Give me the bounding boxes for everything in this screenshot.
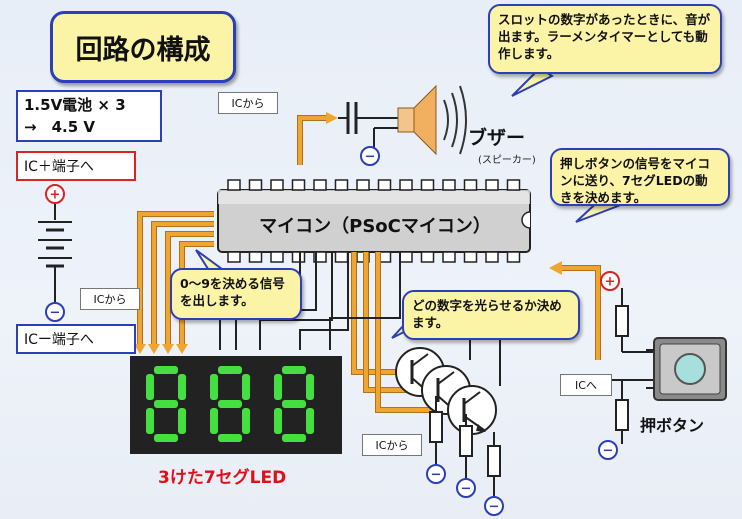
chip-pin-top [270,179,284,191]
microcontroller-chip [217,179,531,263]
battery-icon [38,204,72,302]
button-note-bubble: 押しボタンの信号をマイコンに送り、7セグLEDの動きを決めます。 [550,148,730,206]
chip-pin-top [463,179,478,191]
chip-pin-bottom [442,251,456,263]
led-segment [154,434,178,442]
led-segment [154,400,178,408]
led-segment [274,374,282,400]
led-segment [282,366,306,374]
chip-pin-bottom [291,251,306,263]
chip-pin-bottom [248,251,263,263]
led-segment [210,374,218,400]
chip-pin-bottom [463,251,478,263]
led-segment [178,408,186,434]
led-segment [146,408,154,434]
chip-pin-top [506,179,521,191]
resistor-minus-sign-2 [456,478,476,498]
buzzer-label: ブザー [468,127,526,149]
resistor-minus-sign-3-text: − [489,500,500,515]
led-segment [306,408,314,434]
chip-pin-top [313,179,327,191]
chip-pin-top [442,179,456,191]
chip-pin-top [248,179,263,191]
battery-plus-sign [45,184,65,204]
seven-segment-digit [210,366,250,442]
capacitor [338,102,398,134]
led-segment [218,366,242,374]
seven-segment-digit [274,366,314,442]
resistor-minus-sign-2-text: − [461,482,472,497]
chip-pin-bottom [420,251,435,263]
chip-pin-bottom [270,251,284,263]
chip-pin-top [334,179,349,191]
button-plus-sign-text: + [605,275,616,290]
led-segment [306,374,314,400]
buzzer-wire [297,112,338,165]
led-segment [210,408,218,434]
led-segment [282,434,306,442]
led-segment [218,400,242,408]
ic-from-tag-top: ICから [218,92,278,114]
button-minus-sign-text: − [603,444,614,459]
battery-line-1: 1.5V電池 × 3 [24,96,126,114]
digits-note-bubble: 0～9を決める信号を出します。 [170,268,302,320]
led-segment [242,374,250,400]
chip-pin-top [485,179,499,191]
chip-pin-top [377,179,392,191]
chip-pin-top [356,179,370,191]
button-minus-sign [598,440,618,460]
select-note-bubble: どの数字を光らせるか決めます。 [402,290,580,340]
push-button-icon [646,337,727,401]
resistor-minus-sign-1 [426,464,446,484]
battery-note: 1.5V電池 × 3 → 4.5 V [16,90,162,142]
ic-from-tag-bottom: ICから [362,434,422,456]
led-segment [154,366,178,374]
chip-pin-bottom [313,251,327,263]
resistors [429,396,501,496]
chip-pin-bottom [399,251,413,263]
button-plus-sign [600,271,620,291]
led-segment [178,374,186,400]
chip-pin-top [399,179,413,191]
chip-pin-bottom [506,251,521,263]
chip-pin-top [291,179,306,191]
speaker-icon [373,84,467,156]
battery-minus-sign [45,302,65,322]
buzzer-sub-label: (スピーカー) [478,155,536,166]
seven-segment-digit [146,366,186,442]
resistor-minus-sign-1-text: − [431,468,442,483]
battery-minus-sign-text: − [50,306,61,321]
buzzer-minus-sign-text: − [365,150,376,165]
transistor-icons [395,347,497,435]
led-segment [274,408,282,434]
chip-pin-bottom [227,251,241,263]
resistor-minus-sign-3 [484,496,504,516]
chip-pin-bottom [334,251,349,263]
chip-pin-bottom [485,251,499,263]
chip-label: マイコン（PSoCマイコン） [259,216,491,237]
chip-pin-top [420,179,435,191]
led-segment [218,434,242,442]
seven-segment-display [130,356,342,454]
ic-from-tag-left: ICから [80,288,140,310]
led-segment [282,400,306,408]
ic-minus-terminal-label: ICー端子へ [16,324,136,354]
ic-to-tag: ICへ [560,374,612,396]
push-button-label: 押ボタン [640,416,705,435]
ic-plus-terminal-label: IC＋端子へ [16,151,136,181]
battery-line-2: → 4.5 V [24,118,95,136]
buzzer-minus-sign [360,146,380,166]
led-segment [146,374,154,400]
chip-pin-top [227,179,241,191]
page-title: 回路の構成 [50,11,236,83]
led-segment [242,408,250,434]
seven-segment-label: 3けた7セグLED [158,468,287,488]
buzzer-note-bubble: スロットの数字があったときに、音が出ます。ラーメンタイマーとしても動作します。 [488,4,722,74]
battery-plus-sign-text: + [50,188,61,203]
